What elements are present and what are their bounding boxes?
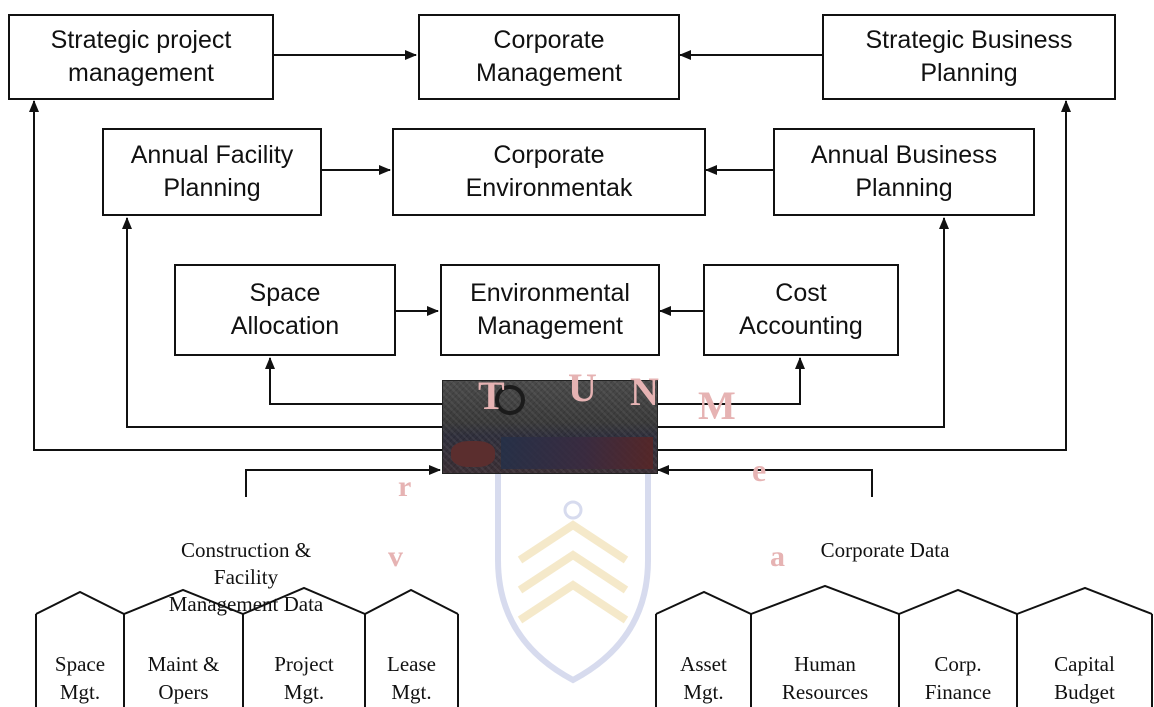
- input-construction-data: [245, 465, 441, 497]
- box-label: Cost Accounting: [739, 279, 863, 340]
- annual-business-planning-box: Annual Business Planning: [773, 128, 1035, 216]
- module-capital-budget: Capital Budget: [1017, 622, 1152, 706]
- input-corporate-data: [657, 465, 873, 497]
- cost-accounting-box: Cost Accounting: [703, 264, 899, 356]
- watermark-letter: N: [630, 369, 659, 414]
- facility-management-hub: [442, 380, 658, 474]
- caption-text: Corporate Data: [820, 538, 950, 562]
- module-project-mgt: Project Mgt.: [243, 622, 365, 706]
- box-label: Annual Business Planning: [810, 141, 998, 202]
- box-label: Corporate Management: [476, 26, 622, 87]
- module-maint-opers: Maint & Opers: [124, 622, 243, 706]
- caption-text: Construction & Facility Management Data: [168, 538, 324, 616]
- annual-facility-planning-box: Annual Facility Planning: [102, 128, 322, 216]
- watermark-letter: e: [752, 452, 767, 488]
- loop-to-space-allocation: [265, 357, 442, 405]
- loop-to-annual-facility: [122, 217, 442, 428]
- box-label: Strategic project management: [50, 26, 232, 87]
- module-label: Asset Mgt.: [680, 652, 727, 704]
- watermark-letter: v: [388, 540, 403, 573]
- module-label: Space Mgt.: [54, 652, 106, 704]
- hub-dark-spot: [451, 441, 495, 467]
- strategic-project-management-box: Strategic project management: [8, 14, 274, 100]
- box-label: Environmental Management: [470, 279, 630, 340]
- module-corp-finance: Corp. Finance: [899, 622, 1017, 706]
- module-label: Lease Mgt.: [387, 652, 436, 704]
- environmental-management-box: Environmental Management: [440, 264, 660, 356]
- loop-to-strategic-project: [29, 100, 442, 451]
- space-allocation-box: Space Allocation: [174, 264, 396, 356]
- loop-to-cost-accounting: [656, 357, 805, 405]
- corporate-environmentak-box: Corporate Environmentak: [392, 128, 706, 216]
- module-label: Capital Budget: [1054, 652, 1115, 704]
- watermark-letter: T: [478, 373, 505, 418]
- corporate-management-box: Corporate Management: [418, 14, 680, 100]
- loop-to-strategic-business: [656, 100, 1071, 451]
- module-asset-mgt: Asset Mgt.: [656, 622, 751, 706]
- module-label: Human Resources: [781, 652, 869, 704]
- watermark-letter: r: [398, 470, 412, 503]
- module-human-resources: Human Resources: [751, 622, 899, 706]
- construction-data-caption: Construction & Facility Management Data: [130, 510, 362, 618]
- corporate-data-caption: Corporate Data: [770, 510, 1000, 564]
- strategic-business-planning-box: Strategic Business Planning: [822, 14, 1116, 100]
- watermark-shield: [495, 467, 651, 684]
- hub-logo-mark: [495, 385, 525, 415]
- box-label: Annual Facility Planning: [130, 141, 294, 202]
- hub-band: [501, 437, 653, 469]
- box-label: Corporate Environmentak: [465, 141, 633, 202]
- module-label: Project Mgt.: [274, 652, 334, 704]
- watermark-letter: U: [568, 365, 597, 410]
- loop-to-annual-business: [656, 217, 949, 428]
- right-module-strip: [655, 584, 1153, 707]
- module-label: Corp. Finance: [924, 652, 992, 704]
- watermark-letter: a: [770, 540, 785, 573]
- module-label: Maint & Opers: [147, 652, 220, 704]
- left-module-strip: [35, 586, 459, 707]
- watermark-letter: M: [698, 383, 736, 428]
- module-lease-mgt: Lease Mgt.: [365, 622, 458, 706]
- module-space-mgt: Space Mgt.: [36, 622, 124, 706]
- box-label: Space Allocation: [230, 279, 340, 340]
- box-label: Strategic Business Planning: [865, 26, 1073, 87]
